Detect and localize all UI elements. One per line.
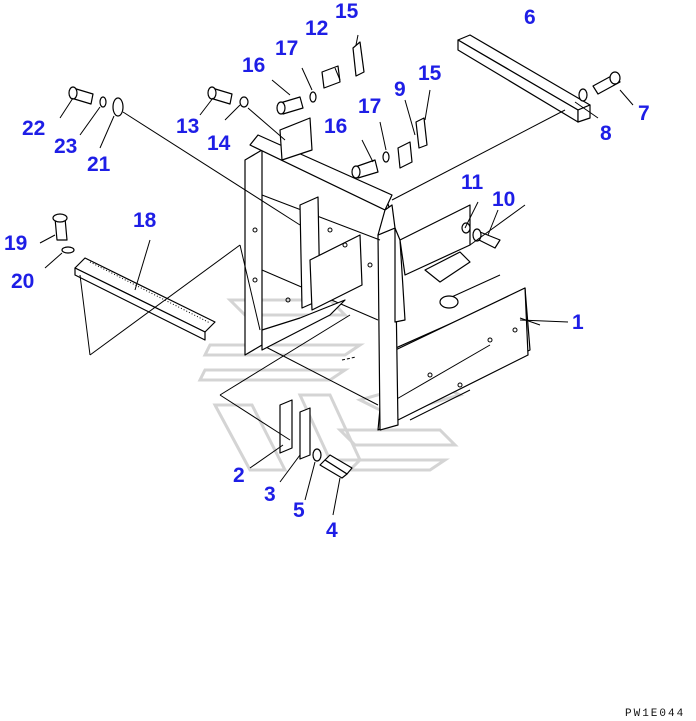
callout-11: 11 bbox=[461, 171, 484, 194]
callout-1: 1 bbox=[572, 311, 584, 334]
callout-8: 8 bbox=[600, 122, 612, 145]
part-16-bolt-lower bbox=[351, 159, 379, 179]
part-22-bolt bbox=[68, 86, 94, 105]
part-2-plate bbox=[279, 399, 293, 454]
part-17-washer-lower bbox=[382, 151, 390, 163]
callout-7: 7 bbox=[638, 102, 650, 125]
callout-4: 4 bbox=[326, 519, 338, 542]
callout-22: 22 bbox=[22, 117, 45, 140]
callout-20: 20 bbox=[11, 270, 34, 293]
part-14-washer bbox=[239, 96, 249, 108]
callout-19: 19 bbox=[4, 232, 27, 255]
part-5-washer bbox=[312, 448, 322, 462]
part-6-top-bar bbox=[457, 34, 591, 123]
drawing-code: PW1E044 bbox=[625, 708, 685, 720]
callout-18: 18 bbox=[133, 209, 157, 232]
callout-17-center: 17 bbox=[358, 95, 381, 118]
part-13-bolt bbox=[207, 86, 233, 105]
callout-23: 23 bbox=[54, 135, 77, 158]
part-4-bolt bbox=[319, 454, 353, 479]
frame-assembly bbox=[244, 117, 471, 431]
part-11-washer bbox=[461, 222, 471, 234]
part-23-washer bbox=[99, 96, 107, 108]
callout-17-left: 17 bbox=[275, 37, 298, 60]
callout-9: 9 bbox=[394, 78, 406, 101]
part-21-washer bbox=[112, 97, 124, 117]
part-15-bracket-lower bbox=[415, 117, 428, 149]
callout-15-right: 15 bbox=[418, 62, 442, 85]
callout-16-left: 16 bbox=[242, 54, 265, 77]
part-10-bolt bbox=[472, 228, 501, 249]
callout-16-center: 16 bbox=[324, 115, 347, 138]
part-7-bolt bbox=[592, 71, 621, 95]
part-19-bolt bbox=[52, 213, 68, 241]
part-20-washer bbox=[61, 246, 75, 254]
callout-14: 14 bbox=[207, 132, 231, 155]
part-8-washer bbox=[578, 88, 588, 102]
callout-21: 21 bbox=[87, 153, 111, 176]
callout-10: 10 bbox=[492, 188, 515, 211]
part-18-strip bbox=[74, 257, 216, 341]
callout-6: 6 bbox=[524, 6, 536, 29]
callout-12: 12 bbox=[305, 17, 328, 40]
part-17-washer bbox=[309, 91, 317, 103]
callout-5: 5 bbox=[293, 499, 305, 522]
callout-3: 3 bbox=[264, 483, 276, 506]
part-16-bolt bbox=[276, 96, 304, 115]
callout-13: 13 bbox=[176, 115, 199, 138]
dash-marker bbox=[341, 356, 357, 361]
leader-lines bbox=[39, 34, 634, 516]
callout-2: 2 bbox=[233, 464, 245, 487]
part-9-clip bbox=[397, 141, 413, 169]
callout-15-top: 15 bbox=[335, 0, 359, 23]
callout-labels: 1 2 3 4 5 6 7 8 9 10 11 12 13 14 15 15 1… bbox=[4, 0, 650, 542]
part-3-plate bbox=[299, 407, 311, 460]
part-15-bracket bbox=[352, 41, 365, 77]
part-12-bracket bbox=[321, 65, 341, 89]
